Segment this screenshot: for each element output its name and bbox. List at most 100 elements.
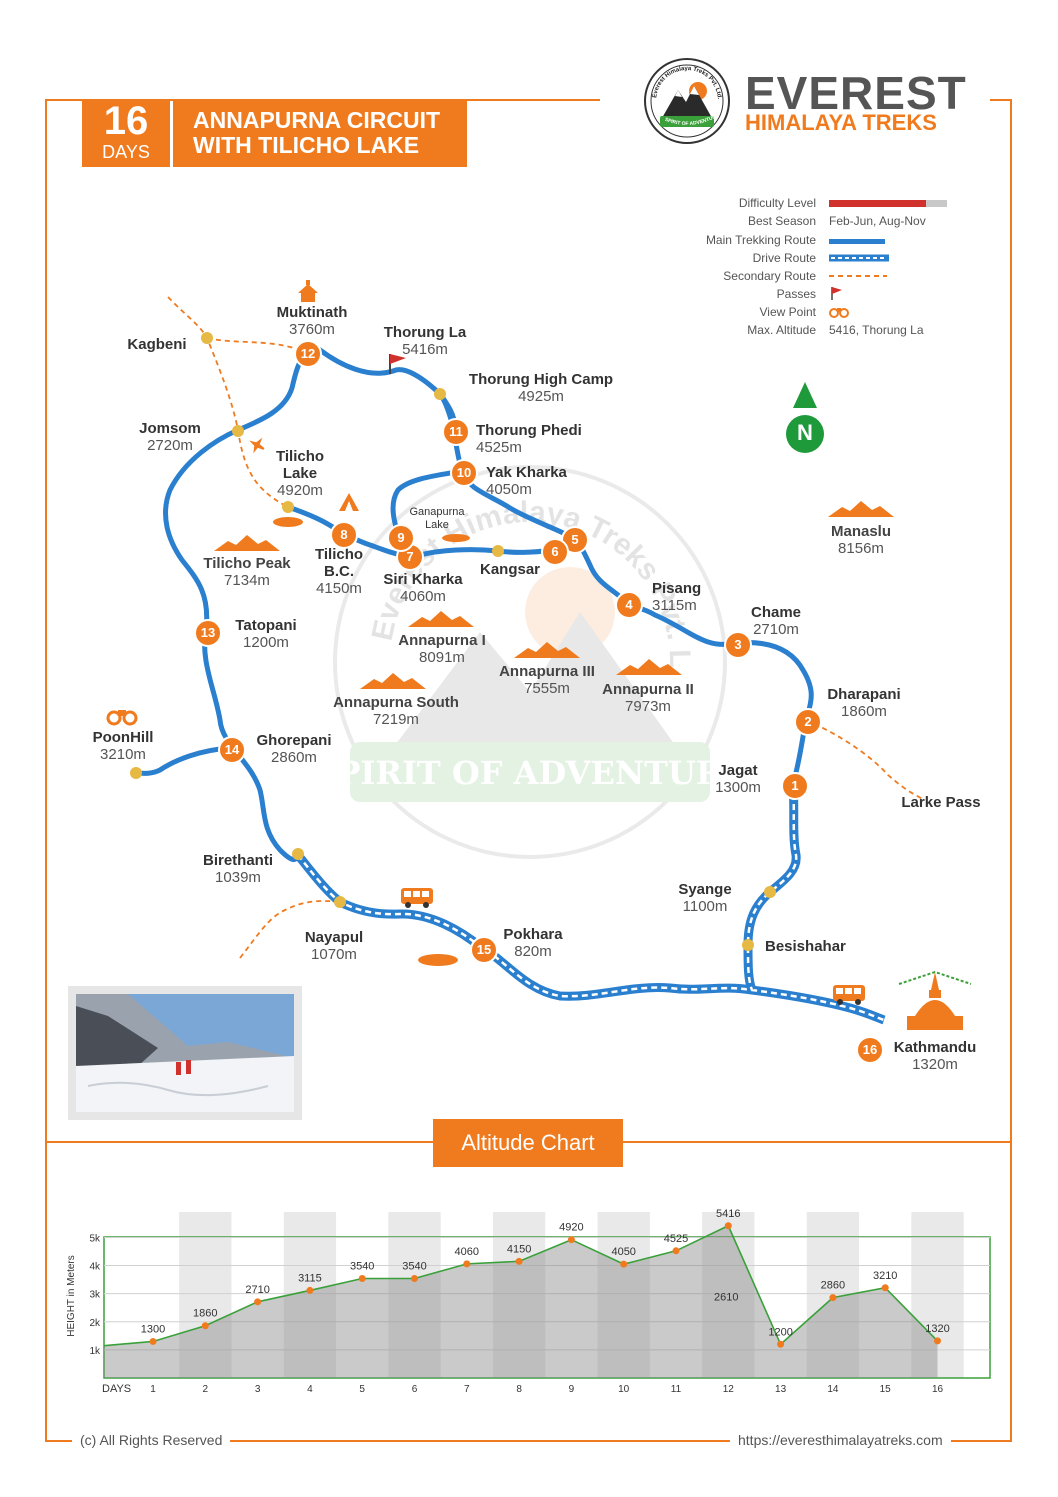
stupa-icon [898,970,972,1030]
mountain-icon [616,659,682,675]
watermark-ribbon-text: SPIRIT OF ADVENTURE [330,754,730,792]
chart-point [149,1337,157,1345]
frame-right [1010,99,1012,1441]
chart-xtick-label: 10 [618,1384,630,1395]
chart-xtick-label: 8 [516,1384,522,1395]
chart-extra-label: 2610 [714,1292,738,1304]
pass-flag-icon [831,287,842,300]
legend-value-max-altitude: 5416, Thorung La [829,323,924,337]
chart-point [567,1236,575,1244]
day-marker-9: 9 [387,524,415,552]
chart-point [463,1260,471,1268]
chart-xtick-label: 5 [359,1384,365,1395]
chart-xtick-label: 7 [464,1384,470,1395]
mountain-icon [408,611,474,627]
chart-xtick-label: 16 [932,1384,944,1395]
chart-xtick-label: 12 [723,1384,735,1395]
place-tilicho-bc: Tilicho B.C.4150m [314,546,364,597]
chart-xtick-label: 13 [775,1384,787,1395]
brand-name: EVEREST [745,67,967,119]
day-marker-1: 1 [781,772,809,800]
chart-point-label: 4050 [611,1246,635,1258]
trek-title-line1: ANNAPURNA CIRCUIT [193,107,441,133]
legend-label-difficulty: Difficulty Level [738,196,816,210]
legend-value-season: Feb-Jun, Aug-Nov [829,214,926,228]
chart-point [254,1298,262,1306]
chart-xtick-label: 14 [827,1384,839,1395]
main-route [133,341,814,863]
chart-point-label: 3540 [402,1260,426,1272]
chart-point-label: 3115 [298,1272,322,1284]
days-badge: 16 DAYS [82,99,170,167]
binoculars-icon [829,308,849,318]
chart-point-label: 1200 [768,1326,792,1338]
day-marker-14: 14 [218,736,246,764]
trek-photo-image [76,994,294,1112]
pass-flag-icon [389,354,406,374]
chart-point [515,1257,523,1265]
chart-xtick-label: 2 [203,1384,209,1395]
chart-point-label: 1860 [193,1308,217,1320]
place-ganapurna-lake: Ganapurna Lake [409,506,465,531]
chart-point [201,1322,209,1330]
phewa-lake-icon [418,954,458,966]
day-marker-16: 16 [856,1036,884,1064]
chart-point [881,1284,889,1292]
north-label: N [797,420,813,445]
chart-point [672,1247,680,1255]
day-marker-11: 11 [442,418,470,446]
legend-secondary-route-line [829,275,887,277]
bus-icon [833,985,865,1005]
chart-xtick-label: 15 [880,1384,892,1395]
legend-label-view-point: View Point [759,305,816,319]
day-marker-8: 8 [330,521,358,549]
chart-point [358,1274,366,1282]
north-arrow-icon [786,382,824,453]
tilicho-lake-icon [273,517,303,527]
chart-xtick-label: 4 [307,1384,313,1395]
mountain-icon [828,501,894,517]
legend-label-drive-route: Drive Route [752,251,816,265]
route-map [130,296,926,1025]
chart-xlabel: DAYS [102,1383,131,1395]
secondary-routes [167,296,926,959]
temple-icon [298,280,318,302]
day-marker-15: 15 [470,936,498,964]
day-marker-3: 3 [724,631,752,659]
legend-label-max-altitude: Max. Altitude [747,323,816,337]
footer-url: https://everesthimalayatreks.com [730,1432,951,1448]
legend-label-season: Best Season [747,214,816,228]
chart-point-label: 1300 [141,1323,165,1335]
legend-label-passes: Passes [776,287,816,301]
company-logo: Everest Himalaya Treks Pvt. Ltd. SPIRIT … [642,56,730,144]
chart-point [411,1274,418,1282]
chart-ytick-label: 4k [89,1262,101,1273]
chart-xtick-label: 3 [255,1384,261,1395]
chart-point-label: 2710 [245,1284,269,1296]
place-kangsar: Kangsar [479,561,541,578]
altitude-chart-title: Altitude Chart [433,1119,623,1167]
day-marker-12: 12 [294,340,322,368]
place-kagbeni: Kagbeni [127,336,187,353]
airport-icon [249,437,265,454]
chart-point [777,1340,785,1348]
ganapurna-lake-icon [442,534,470,542]
chart-point-label: 4150 [507,1243,531,1255]
